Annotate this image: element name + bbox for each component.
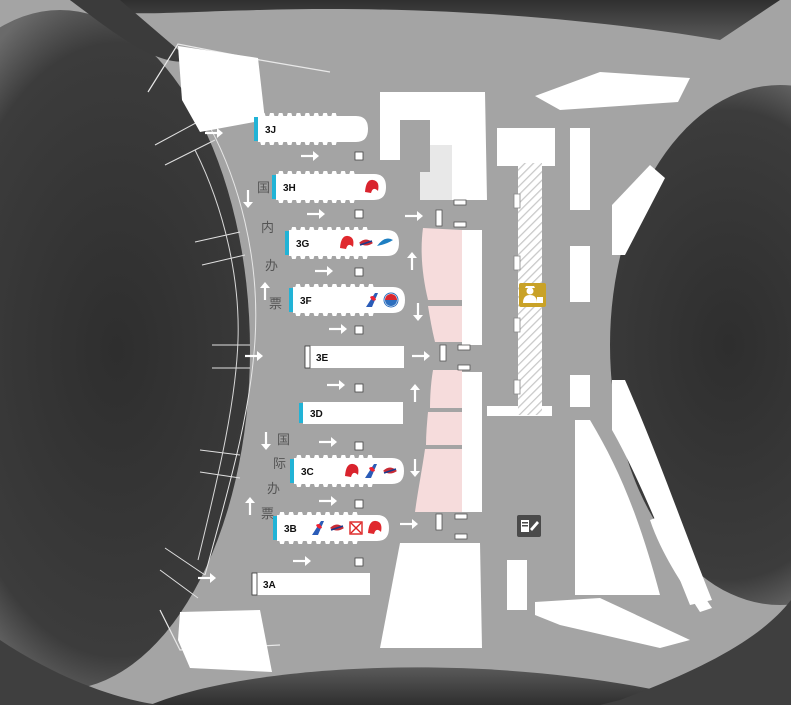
air-china-logo	[365, 179, 379, 193]
shenzhen-airlines-logo	[340, 235, 354, 249]
arrow-icon	[198, 573, 216, 583]
checkin-island-3h[interactable]: 3H	[272, 171, 386, 203]
arrow-icon	[319, 437, 337, 447]
international-ticketing-char: 票	[261, 507, 274, 522]
checkin-counter	[258, 113, 368, 145]
shenzhen-airlines-logo	[368, 520, 382, 534]
checkin-island-3f[interactable]: 3F	[289, 284, 405, 316]
china-southern-logo	[312, 521, 324, 535]
arrow-icon	[412, 351, 430, 361]
china-eastern-logo	[330, 524, 344, 531]
block-south-center	[380, 543, 482, 648]
china-eastern-logo	[383, 467, 397, 474]
arrow-icon	[413, 303, 423, 321]
domestic-ticketing-label: 国 内 办 票	[257, 181, 282, 312]
arrow-icon	[260, 282, 270, 300]
arrow-icon	[407, 252, 417, 270]
area-label: 3J	[265, 125, 276, 136]
arrow-icon	[329, 324, 347, 334]
domestic-ticketing-char: 国	[257, 181, 270, 196]
arrow-icon	[327, 380, 345, 390]
block-sw	[178, 610, 272, 672]
checkin-counter	[309, 346, 404, 368]
domestic-ticketing-char: 内	[261, 220, 274, 236]
checkin-counter	[293, 284, 405, 316]
arrow-icon	[245, 351, 263, 361]
domestic-ticketing-char: 票	[269, 297, 282, 312]
checkin-counter	[256, 573, 370, 595]
arrow-icon	[293, 556, 311, 566]
counter-marker	[273, 516, 277, 540]
arrow-icon	[405, 211, 423, 221]
china-southern-logo	[366, 293, 378, 307]
checkin-islands: 3J 3H 3G 3F 3E 3D 3C 3B 3A	[251, 113, 405, 596]
checkin-counter	[276, 171, 386, 203]
arrow-icon	[410, 459, 420, 477]
area-label: 3C	[301, 467, 314, 478]
counter-marker	[254, 117, 258, 141]
counter-marker	[290, 459, 294, 483]
area-label: 3B	[284, 524, 297, 535]
arrow-icon	[315, 266, 333, 276]
xiamen-airlines-logo	[377, 238, 393, 246]
hainan-logo	[349, 521, 363, 535]
arrow-icon	[245, 497, 255, 515]
arrow-icon	[319, 496, 337, 506]
international-ticketing-label: 国 际 办 票	[261, 433, 290, 522]
china-eastern-logo	[359, 239, 373, 246]
checkin-island-3d[interactable]: 3D	[299, 402, 403, 424]
arrow-icon	[261, 432, 271, 450]
ticket-office-icon[interactable]	[517, 515, 541, 537]
checkin-zone	[415, 228, 462, 512]
post-marker	[354, 151, 364, 161]
counter-marker	[285, 231, 289, 255]
area-label: 3F	[300, 296, 312, 307]
top-void	[70, 0, 780, 40]
checkin-island-3b[interactable]: 3B	[273, 512, 389, 544]
arrow-icon	[205, 128, 223, 138]
korean-air-logo	[383, 292, 399, 308]
police-icon[interactable]	[519, 283, 546, 307]
block-nw	[178, 46, 265, 132]
area-label: 3G	[296, 239, 310, 250]
counter-marker	[304, 345, 311, 369]
air-china-logo	[345, 463, 359, 477]
checkin-island-3e[interactable]: 3E	[304, 345, 404, 369]
counter-marker	[299, 403, 303, 423]
block-east-2	[612, 380, 712, 605]
international-ticketing-char: 际	[273, 457, 286, 472]
block-south-east	[535, 598, 690, 648]
counter-marker	[272, 175, 276, 199]
counter-marker	[289, 288, 293, 312]
china-southern-logo	[365, 464, 377, 478]
door-marker	[435, 209, 443, 227]
checkin-island-3a[interactable]: 3A	[251, 572, 370, 596]
arrow-icon	[400, 519, 418, 529]
left-void	[0, 10, 250, 690]
area-label: 3H	[283, 183, 296, 194]
arrow-icon	[301, 151, 319, 161]
flow-arrows	[198, 128, 430, 583]
area-label: 3E	[316, 353, 329, 364]
international-ticketing-char: 办	[267, 482, 280, 497]
arrow-icon	[243, 190, 253, 208]
block-se	[575, 420, 660, 595]
checkin-island-3c[interactable]: 3C	[290, 455, 404, 487]
checkin-island-3j[interactable]: 3J	[254, 113, 368, 145]
area-label: 3A	[263, 580, 276, 591]
domestic-ticketing-char: 办	[265, 259, 278, 274]
checkin-counter	[303, 402, 403, 424]
block-ne	[535, 72, 690, 110]
counter-marker	[251, 572, 258, 596]
block-east-1	[612, 165, 665, 255]
checkin-island-3g[interactable]: 3G	[285, 227, 399, 259]
arrow-icon	[307, 209, 325, 219]
block-north-center	[380, 92, 487, 200]
arrow-icon	[410, 384, 420, 402]
area-label: 3D	[310, 409, 323, 420]
international-ticketing-char: 国	[277, 433, 290, 448]
bottom-void	[150, 667, 720, 705]
